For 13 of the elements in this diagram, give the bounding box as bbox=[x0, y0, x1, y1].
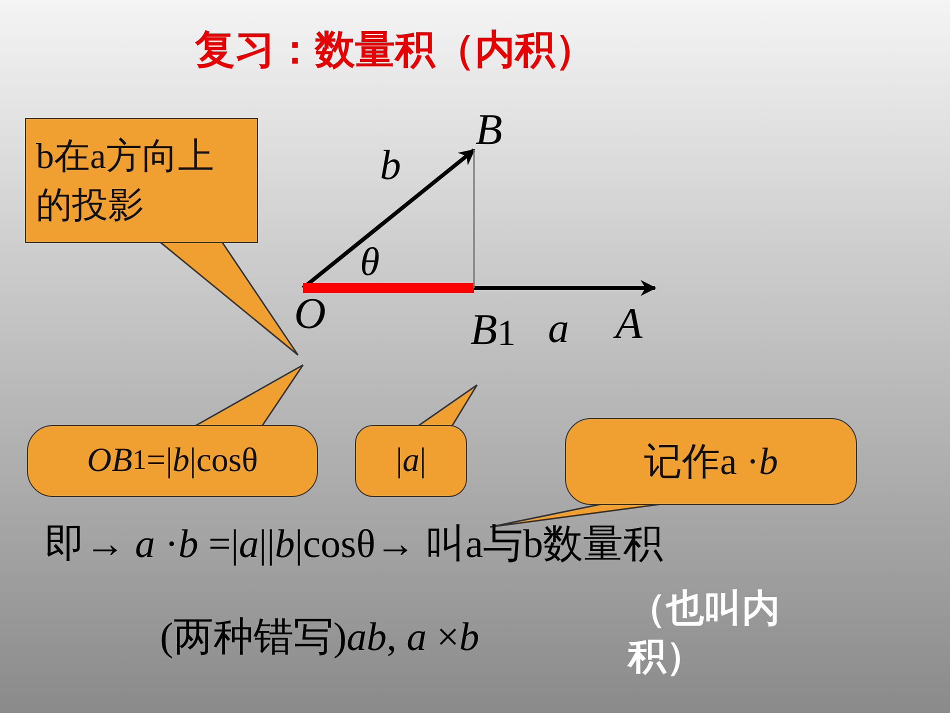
slide-title: 复习：数量积（内积） bbox=[195, 26, 595, 75]
callout-bubble: b在a方向上的投影 bbox=[25, 118, 258, 243]
point-label: O bbox=[290, 284, 330, 336]
formula: (两种错写)ab, a ×b bbox=[160, 615, 480, 659]
callout-pointer bbox=[158, 241, 299, 356]
formula: 即→ a ·b =|a||b|cosθ→ 叫a与b数量积 bbox=[45, 522, 664, 566]
angle-label: θ bbox=[360, 240, 380, 284]
edge-label: b bbox=[380, 145, 401, 187]
note-text: （也叫内积） bbox=[628, 585, 781, 680]
point-label: A bbox=[600, 284, 658, 346]
callout-pointer bbox=[416, 384, 478, 427]
point-label: B bbox=[468, 104, 510, 152]
edge-label: a bbox=[548, 308, 569, 350]
